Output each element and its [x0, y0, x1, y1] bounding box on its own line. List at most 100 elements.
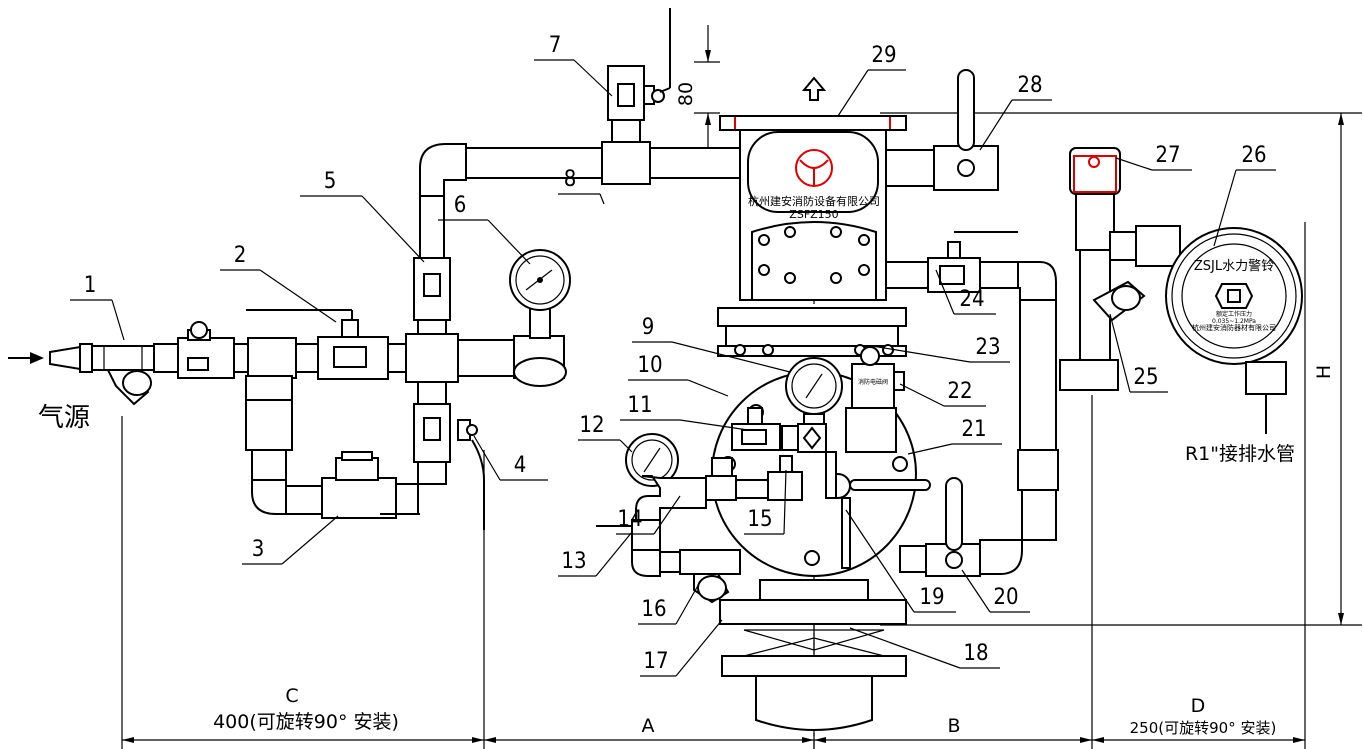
callout-2: 2 — [220, 243, 337, 323]
callout-number-8: 8 — [564, 167, 577, 192]
callout-12: 12 — [578, 413, 633, 453]
drain-pipe-label: R1"接排水管 — [1185, 443, 1295, 465]
callout-leader-1 — [111, 299, 125, 341]
callout-4: 4 — [473, 435, 548, 481]
callout-leader-11 — [679, 419, 749, 431]
callout-leader-27 — [1115, 157, 1153, 171]
callout-leader-29 — [837, 69, 869, 117]
callout-7: 7 — [534, 33, 613, 97]
callout-leader-23 — [871, 345, 971, 363]
callout-leader-7 — [573, 59, 613, 97]
callout-number-15: 15 — [747, 507, 772, 532]
callout-number-2: 2 — [234, 243, 247, 268]
dim-c-text: 400(可旋转90° 安装) — [213, 711, 399, 733]
callout-leader-25 — [1109, 313, 1131, 393]
callout-number-27: 27 — [1155, 143, 1180, 168]
callout-leader-19 — [845, 509, 915, 613]
callout-leader-3 — [281, 515, 339, 565]
dim-a-label: A — [642, 715, 655, 737]
callout-leader-8 — [599, 193, 605, 205]
callout-number-7: 7 — [549, 33, 562, 58]
trim-devices: 消防电磁阀 — [596, 346, 931, 604]
solenoid-label: 消防电磁阀 — [858, 378, 888, 386]
air-source-label: 气源 — [38, 403, 90, 433]
dim-c-label: C — [285, 685, 298, 707]
callout-20: 20 — [961, 569, 1030, 613]
callout-leader-12 — [619, 439, 633, 453]
callout-number-5: 5 — [324, 169, 337, 194]
callout-leader-18 — [849, 627, 961, 669]
callout-6: 6 — [438, 193, 531, 265]
callout-number-4: 4 — [514, 453, 527, 478]
callout-leader-28 — [979, 99, 1013, 151]
callout-9: 9 — [632, 315, 791, 373]
callout-leader-20 — [961, 569, 991, 613]
callout-number-14: 14 — [617, 507, 642, 532]
valve-company-text: 杭州建安消防设备有限公司 — [748, 194, 880, 208]
callout-1: 1 — [70, 273, 125, 341]
callout-number-20: 20 — [993, 585, 1018, 610]
callout-22: 22 — [899, 379, 986, 407]
callout-leader-22 — [899, 383, 945, 407]
dim-h-label: H — [1313, 365, 1335, 379]
callout-number-16: 16 — [641, 597, 666, 622]
right-piping: ZSJL水力警铃 杭州建安消防器材有限公司 额定工作压力 0.035~1.2MP… — [885, 69, 1303, 577]
dim-d-label: D — [1191, 695, 1206, 717]
callout-leader-13 — [595, 531, 633, 577]
callout-number-26: 26 — [1241, 143, 1266, 168]
callout-16: 16 — [638, 581, 701, 625]
callout-number-21: 21 — [961, 417, 986, 442]
bell-spec-label: 额定工作压力 — [1216, 310, 1252, 318]
callout-leader-5 — [361, 195, 425, 263]
callout-29: 29 — [837, 43, 906, 117]
callout-13: 13 — [558, 531, 633, 577]
bell-maker-text: 杭州建安消防器材有限公司 — [1192, 323, 1276, 332]
callout-number-25: 25 — [1133, 365, 1158, 390]
callout-number-22: 22 — [947, 379, 972, 404]
callout-leader-4 — [473, 435, 501, 481]
brand-logo-icon — [795, 149, 833, 187]
valve-model-text: ZSFZ150 — [789, 208, 838, 221]
callout-number-18: 18 — [963, 641, 988, 666]
callout-21: 21 — [907, 417, 1002, 455]
callout-number-1: 1 — [84, 273, 97, 298]
callout-leader-21 — [907, 443, 953, 455]
callout-number-6: 6 — [454, 193, 467, 218]
bell-spec-value: 0.035~1.2MPa — [1212, 318, 1256, 325]
callout-number-12: 12 — [579, 413, 604, 438]
callout-leader-15 — [783, 469, 787, 535]
callout-3: 3 — [242, 515, 339, 565]
callout-10: 10 — [628, 353, 729, 397]
callout-18: 18 — [849, 627, 1000, 669]
callout-leader-10 — [687, 379, 729, 397]
callout-15: 15 — [744, 469, 787, 535]
callout-leader-17 — [675, 619, 723, 677]
callout-number-3: 3 — [252, 537, 265, 562]
callout-leader-26 — [1213, 169, 1237, 247]
callout-number-9: 9 — [642, 315, 655, 340]
callout-leader-16 — [675, 581, 701, 625]
dim-80-label: 80 — [675, 82, 697, 106]
callout-25: 25 — [1109, 313, 1168, 393]
dimension-lines — [121, 25, 1362, 749]
callout-leader-14 — [653, 495, 681, 535]
arrow-right-icon — [8, 352, 44, 364]
callout-17: 17 — [640, 619, 723, 677]
arrow-up-icon — [801, 76, 827, 101]
callout-23: 23 — [871, 335, 1010, 363]
callout-number-11: 11 — [627, 393, 652, 418]
dim-d-text: 250(可旋转90° 安装) — [1130, 719, 1277, 737]
air-supply-assembly — [8, 143, 571, 530]
callout-number-29: 29 — [871, 43, 896, 68]
callout-11: 11 — [620, 393, 749, 431]
callout-number-28: 28 — [1017, 73, 1042, 98]
callout-26: 26 — [1213, 143, 1276, 247]
top-piping — [465, 8, 745, 185]
callout-5: 5 — [300, 169, 425, 263]
callout-28: 28 — [979, 73, 1052, 151]
bell-title-text: ZSJL水力警铃 — [1194, 258, 1274, 274]
dim-b-label: B — [947, 715, 960, 737]
